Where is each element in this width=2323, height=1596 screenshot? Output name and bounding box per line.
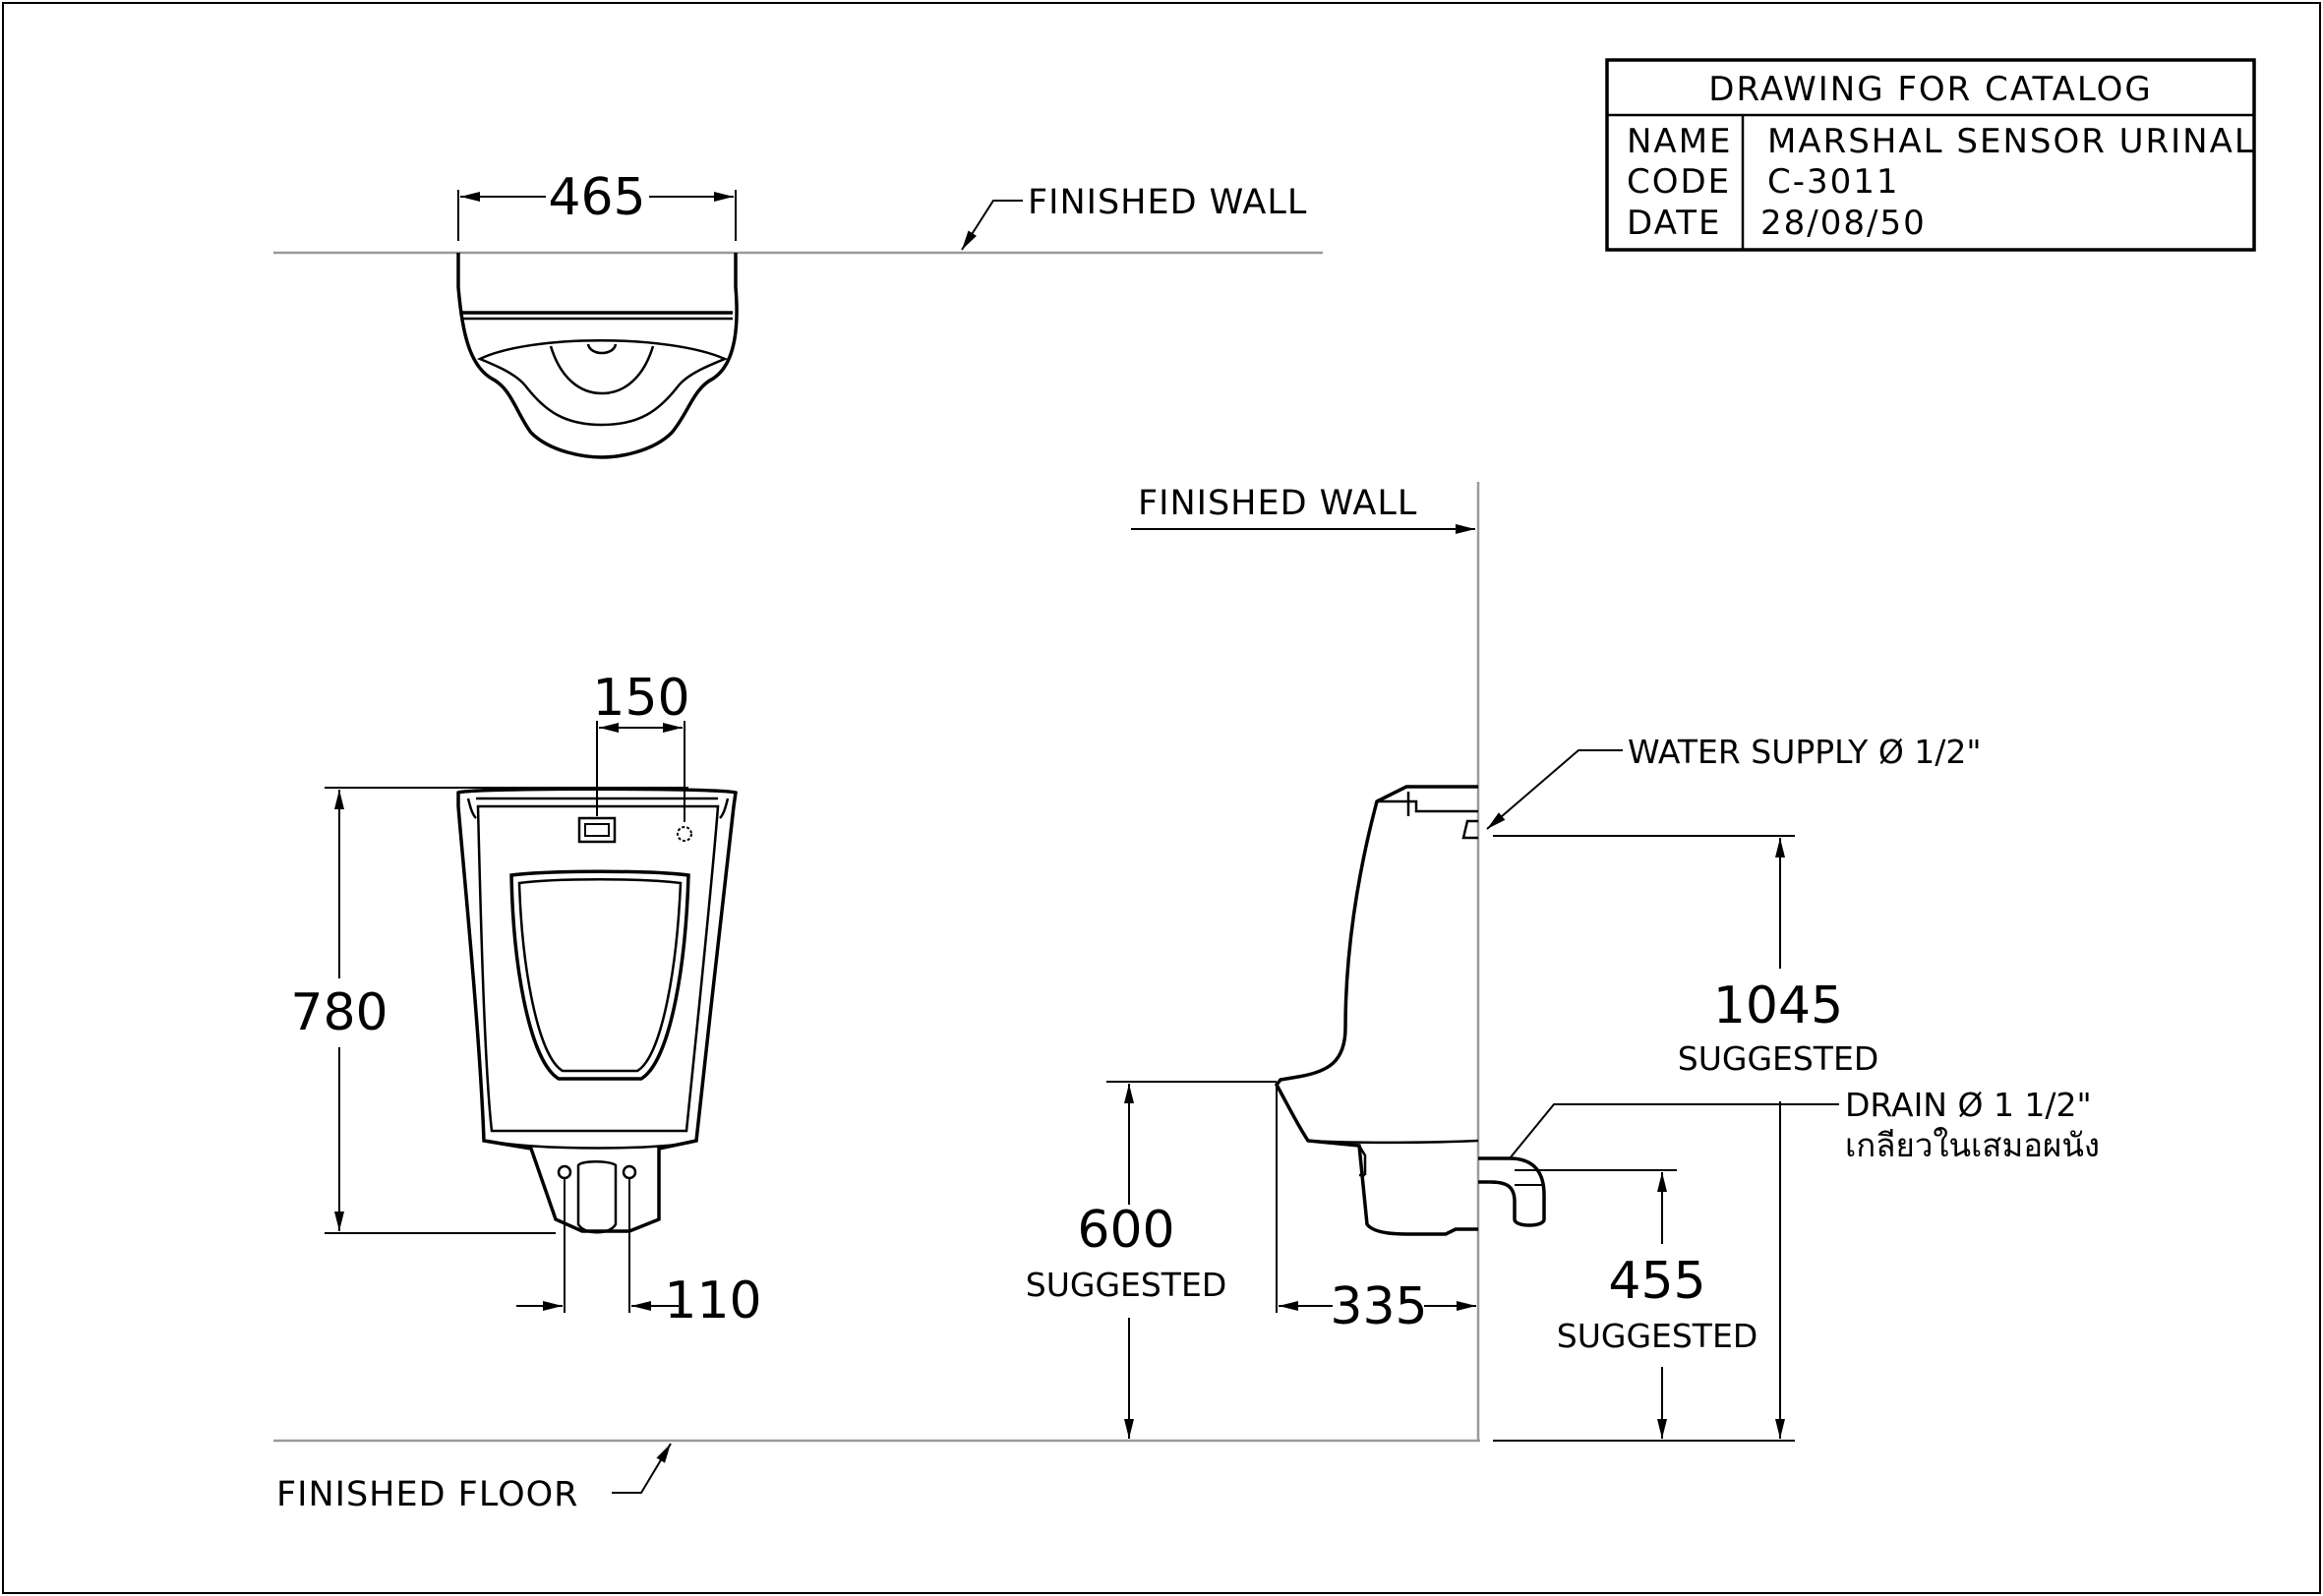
dim-drain-height: 455: [1608, 1252, 1705, 1311]
outlet-hole-right: [622, 1164, 637, 1180]
finished-floor-leader: [612, 1443, 672, 1494]
water-supply-leader: [1486, 749, 1623, 830]
side-view: FINISHED WALL WATER SUPPLY Ø 1/2" DRAIN …: [1026, 482, 2100, 1442]
urinal-front-outline: [456, 787, 738, 1233]
date-value: 28/08/50: [1760, 204, 1927, 243]
front-view: 150 780 110: [290, 669, 761, 1330]
drain-thai-label: เกลียวในเสมอผนัง: [1845, 1126, 2100, 1164]
name-value: MARSHAL SENSOR URINAL: [1767, 122, 2255, 161]
title-block: DRAWING FOR CATALOG NAME MARSHAL SENSOR …: [1605, 58, 2256, 252]
date-label: DATE: [1627, 204, 1721, 243]
dim-outlet-spacing: 110: [664, 1271, 761, 1330]
code-label: CODE: [1627, 162, 1731, 202]
sensor-window: [577, 816, 617, 844]
dim-supply-height-note: SUGGESTED: [1678, 1039, 1878, 1078]
dim-drain-height-note: SUGGESTED: [1557, 1317, 1757, 1355]
drain-pipe: [1478, 1156, 1546, 1227]
drain-leader: [1509, 1103, 1839, 1159]
dim-height: 780: [290, 983, 387, 1042]
sensor-hole: [677, 826, 692, 842]
name-label: NAME: [1627, 122, 1733, 161]
outlet-hole-left: [557, 1164, 572, 1180]
code-value: C-3011: [1767, 162, 1900, 202]
drain-label: DRAIN Ø 1 1/2": [1845, 1086, 2092, 1124]
dim-projection: 335: [1330, 1277, 1427, 1336]
dim-supply-height: 1045: [1713, 976, 1843, 1035]
dim-rim-height-note: SUGGESTED: [1026, 1266, 1226, 1304]
bowl-opening: [509, 869, 690, 1081]
title-heading: DRAWING FOR CATALOG: [1708, 70, 2152, 109]
finished-wall-leader-top: [961, 200, 1023, 251]
finished-wall-label-top: FINISHED WALL: [1028, 183, 1307, 222]
dim-rim-height: 600: [1077, 1201, 1174, 1260]
finished-wall-label-side: FINISHED WALL: [1138, 484, 1417, 523]
dim-sensor-spacing: 150: [592, 669, 689, 728]
urinal-plan-outline: [456, 253, 739, 459]
water-supply-label: WATER SUPPLY Ø 1/2": [1628, 733, 1982, 771]
top-view: FINISHED WALL 465: [273, 168, 1323, 459]
dim-top-width: 465: [548, 168, 645, 227]
urinal-side-outline: [1274, 785, 1478, 1236]
finished-floor-label: FINISHED FLOOR: [276, 1475, 578, 1514]
